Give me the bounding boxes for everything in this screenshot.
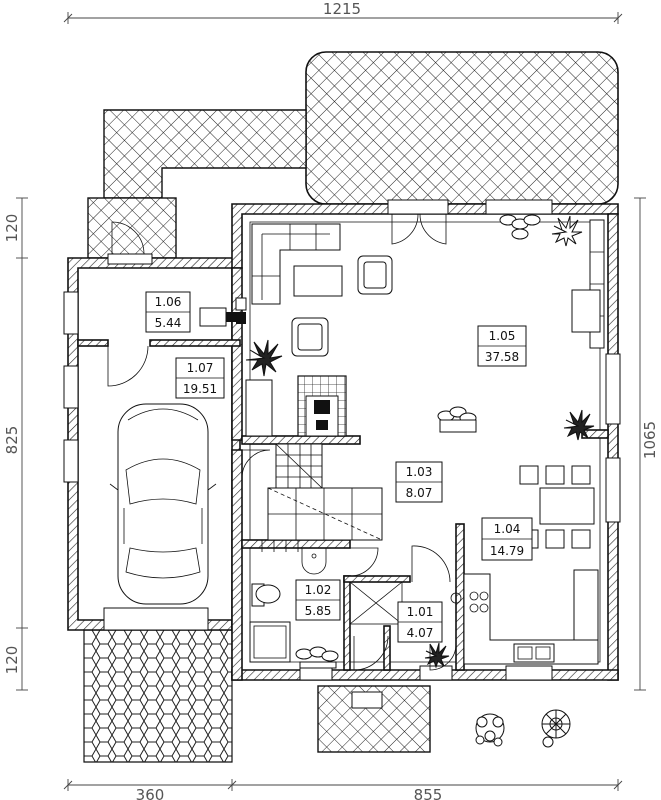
- room-area: 37.58: [485, 350, 519, 364]
- plant-icons: [245, 214, 595, 748]
- terrace-large: [305, 51, 619, 205]
- room-number: 1.06: [155, 295, 182, 309]
- planter-box-top: [499, 214, 541, 240]
- entry-closet: [349, 581, 403, 625]
- room-labels: 1.06 5.44 1.07 19.51 1.05 37.58 1.03 8.0…: [145, 291, 533, 643]
- driveway-paving: [83, 629, 233, 763]
- room-area: 4.07: [407, 626, 434, 640]
- room-label-1-07: 1.07 19.51: [175, 357, 225, 399]
- room-label-1-01: 1.01 4.07: [397, 601, 443, 643]
- dim-right-height: 1065: [641, 421, 659, 459]
- living-furniture: [199, 219, 605, 437]
- car-icon: [109, 403, 217, 605]
- planter-box-bath: [295, 646, 339, 669]
- room-area: 5.44: [155, 316, 182, 330]
- dim-left-bottom: 120: [3, 646, 21, 675]
- room-number: 1.01: [407, 605, 434, 619]
- room-label-1-05: 1.05 37.58: [477, 325, 527, 367]
- planter-box: [437, 406, 477, 433]
- room-label-1-04: 1.04 14.79: [481, 517, 533, 561]
- windows: [63, 199, 621, 681]
- terrace-small: [103, 109, 307, 199]
- room-number: 1.04: [494, 522, 521, 536]
- room-area: 5.85: [305, 604, 332, 618]
- dim-top-width: 1215: [323, 0, 361, 18]
- bathroom-fixtures: [249, 548, 327, 663]
- fireplace: [297, 375, 347, 437]
- room-number: 1.03: [406, 465, 433, 479]
- room-area: 14.79: [490, 544, 524, 558]
- room-area: 8.07: [406, 486, 433, 500]
- dim-bottom-left: 360: [136, 786, 165, 800]
- staircase: [250, 443, 383, 552]
- room-label-1-03: 1.03 8.07: [395, 461, 443, 503]
- kitchen-units: [450, 569, 599, 665]
- porch-mat: [351, 691, 383, 709]
- dimension-lines: [16, 12, 646, 791]
- room-number: 1.02: [305, 583, 332, 597]
- room-number: 1.05: [489, 329, 516, 343]
- dim-left-top: 120: [3, 214, 21, 243]
- room-number: 1.07: [187, 361, 214, 375]
- doors: [107, 213, 457, 671]
- entry-canopy: [87, 197, 177, 259]
- room-label-1-02: 1.02 5.85: [295, 579, 341, 621]
- room-area: 19.51: [183, 382, 217, 396]
- dim-bottom-right: 855: [414, 786, 443, 800]
- dim-left-middle: 825: [3, 426, 21, 455]
- room-label-1-06: 1.06 5.44: [145, 291, 191, 333]
